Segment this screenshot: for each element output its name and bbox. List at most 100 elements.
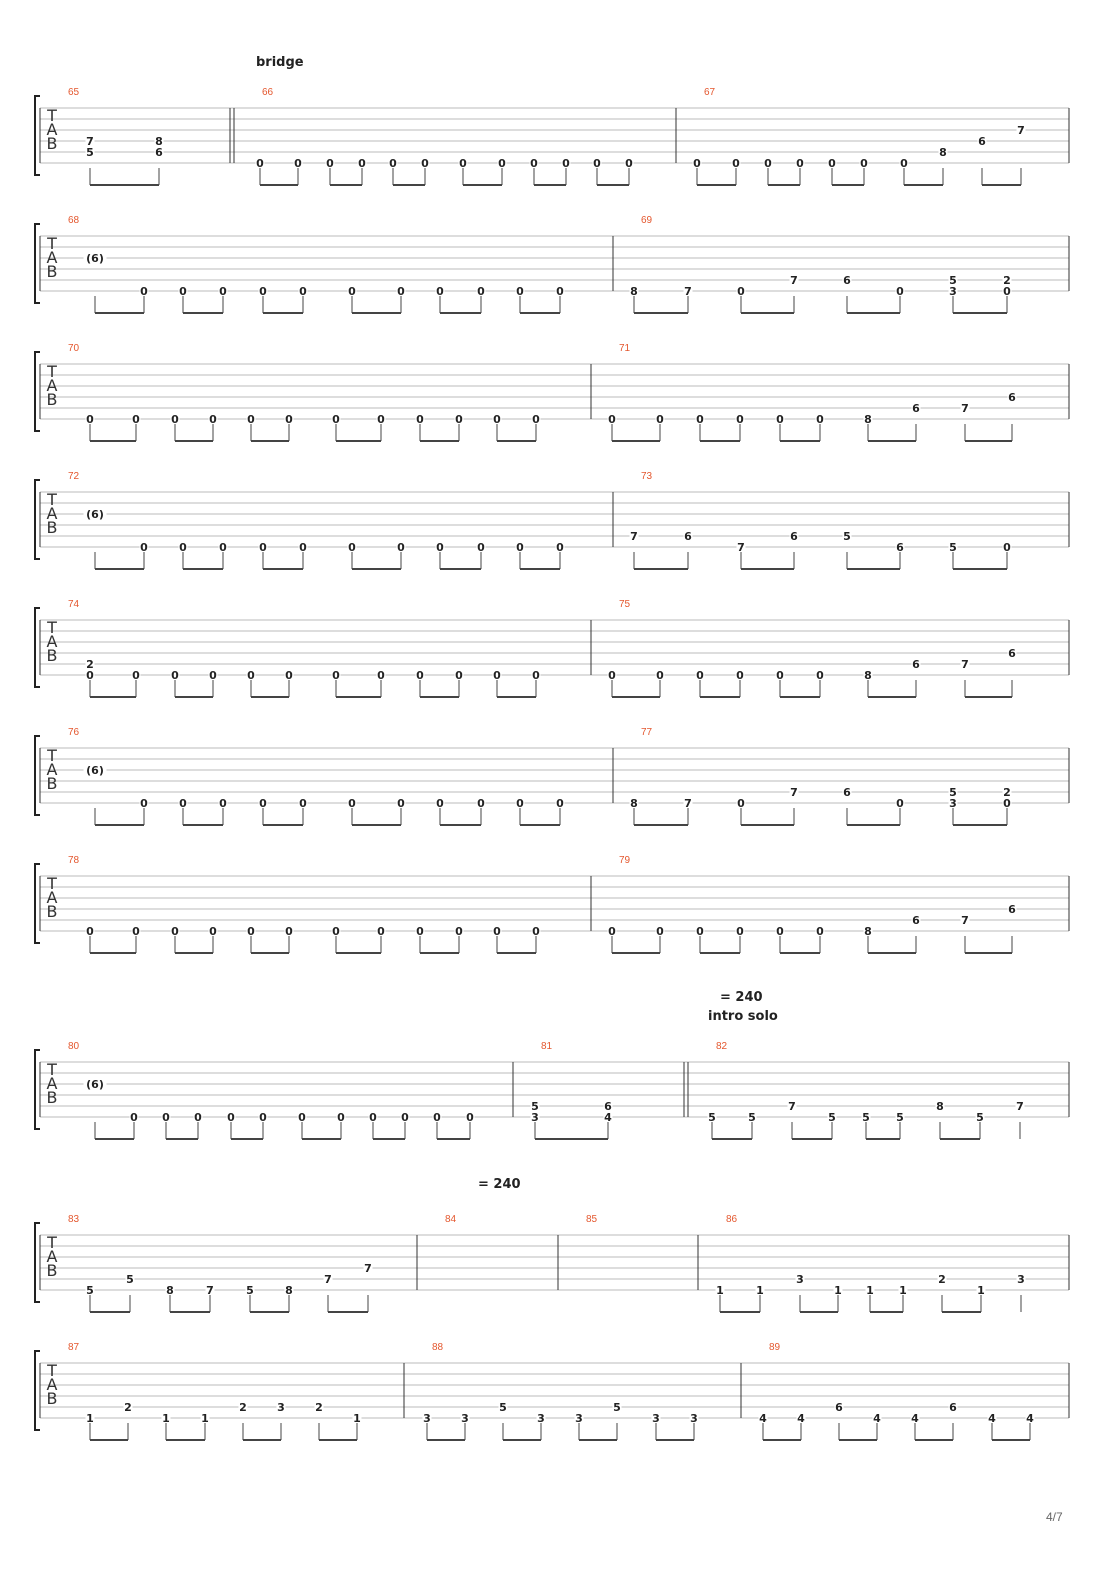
fret-number: 0 — [696, 413, 704, 426]
fret-bg — [218, 287, 228, 297]
fret-bg — [629, 287, 639, 297]
fret-number: 7 — [1017, 124, 1025, 137]
fret-number: 0 — [348, 285, 356, 298]
system-bracket — [34, 1049, 40, 1130]
fret-bg — [476, 543, 486, 553]
fret-number: 0 — [736, 413, 744, 426]
fret-bg — [1002, 276, 1012, 286]
fret-bg — [707, 1113, 717, 1123]
fret-bg — [154, 137, 164, 147]
fret-number: 0 — [776, 669, 784, 682]
fret-number: 0 — [516, 285, 524, 298]
fret-bg — [603, 1102, 613, 1112]
fret-bg — [775, 927, 785, 937]
fret-bg — [758, 1414, 768, 1424]
fret-number: 3 — [690, 1412, 698, 1425]
fret-number: 0 — [796, 157, 804, 170]
fret-number: 0 — [477, 797, 485, 810]
fret-bg — [789, 788, 799, 798]
fret-number: 3 — [1017, 1273, 1025, 1286]
fret-number: 8 — [864, 413, 872, 426]
fret-number: 0 — [179, 285, 187, 298]
tab-clef-letter: T — [46, 234, 57, 253]
fret-bg — [1002, 799, 1012, 809]
fret-bg — [603, 1113, 613, 1123]
fret-number: 0 — [86, 669, 94, 682]
tab-clef-letter: A — [47, 888, 58, 907]
fret-number: 7 — [1016, 1100, 1024, 1113]
fret-number: 0 — [348, 797, 356, 810]
fret-bg — [347, 543, 357, 553]
fret-number: 0 — [1003, 797, 1011, 810]
fret-bg — [948, 276, 958, 286]
fret-bg — [376, 927, 386, 937]
fret-bg — [454, 671, 464, 681]
fret-bg — [396, 799, 406, 809]
fret-number: 0 — [493, 413, 501, 426]
fret-bg — [911, 660, 921, 670]
fret-bg — [284, 671, 294, 681]
fret-bg — [796, 1414, 806, 1424]
fret-number: 0 — [416, 413, 424, 426]
fret-bg — [284, 927, 294, 937]
fret-number: 0 — [179, 797, 187, 810]
fret-bg — [170, 415, 180, 425]
fret-bg — [284, 1286, 294, 1296]
fret-bg — [612, 1403, 622, 1413]
fret-bg — [948, 788, 958, 798]
fret-bg — [735, 415, 745, 425]
fret-bg — [607, 415, 617, 425]
fret-number: 7 — [684, 797, 692, 810]
fret-bg — [683, 799, 693, 809]
fret-number: 3 — [796, 1273, 804, 1286]
fret-bg — [325, 159, 335, 169]
fret-bg — [863, 415, 873, 425]
fret-bg — [607, 927, 617, 937]
fret-number: 6 — [604, 1100, 612, 1113]
fret-number: 0 — [477, 541, 485, 554]
tab-clef-letter: B — [47, 1088, 58, 1107]
fret-number: 0 — [860, 157, 868, 170]
measure-number: 73 — [641, 471, 653, 482]
fret-number: 0 — [209, 669, 217, 682]
fret-number: 5 — [613, 1401, 621, 1414]
fret-number: 4 — [759, 1412, 767, 1425]
system-bracket — [34, 1350, 40, 1431]
fret-bg — [731, 159, 741, 169]
fret-bg — [314, 1403, 324, 1413]
fret-number: 0 — [171, 669, 179, 682]
fret-bg — [85, 1414, 95, 1424]
fret-number: 0 — [656, 413, 664, 426]
fret-bg — [200, 1414, 210, 1424]
fret-bg — [129, 1113, 139, 1123]
fret-number: 2 — [938, 1273, 946, 1286]
fret-number: 0 — [194, 1111, 202, 1124]
tab-clef-letter: T — [46, 874, 57, 893]
fret-bg — [165, 1286, 175, 1296]
fret-number: 7 — [684, 285, 692, 298]
fret-bg — [298, 287, 308, 297]
fret-bg — [938, 148, 948, 158]
fret-number: 5 — [828, 1111, 836, 1124]
fret-number: 0 — [737, 285, 745, 298]
fret-number: 0 — [299, 541, 307, 554]
fret-number: 6 — [912, 914, 920, 927]
tab-clef-letter: B — [47, 518, 58, 537]
fret-number: 1 — [977, 1284, 985, 1297]
fret-number: 8 — [864, 925, 872, 938]
fret-bg — [977, 137, 987, 147]
fret-bg — [246, 671, 256, 681]
fret-number: 4 — [797, 1412, 805, 1425]
measure-number: 84 — [445, 1214, 457, 1225]
fret-number: 4 — [1026, 1412, 1034, 1425]
fret-number: 0 — [132, 925, 140, 938]
fret-bg — [899, 159, 909, 169]
fret-bg — [492, 415, 502, 425]
fret-number: 6 — [896, 541, 904, 554]
fret-bg — [246, 927, 256, 937]
fret-number: 0 — [171, 925, 179, 938]
fret-bg — [692, 159, 702, 169]
tab-clef-letter: A — [47, 632, 58, 651]
fret-number: 6 — [843, 274, 851, 287]
